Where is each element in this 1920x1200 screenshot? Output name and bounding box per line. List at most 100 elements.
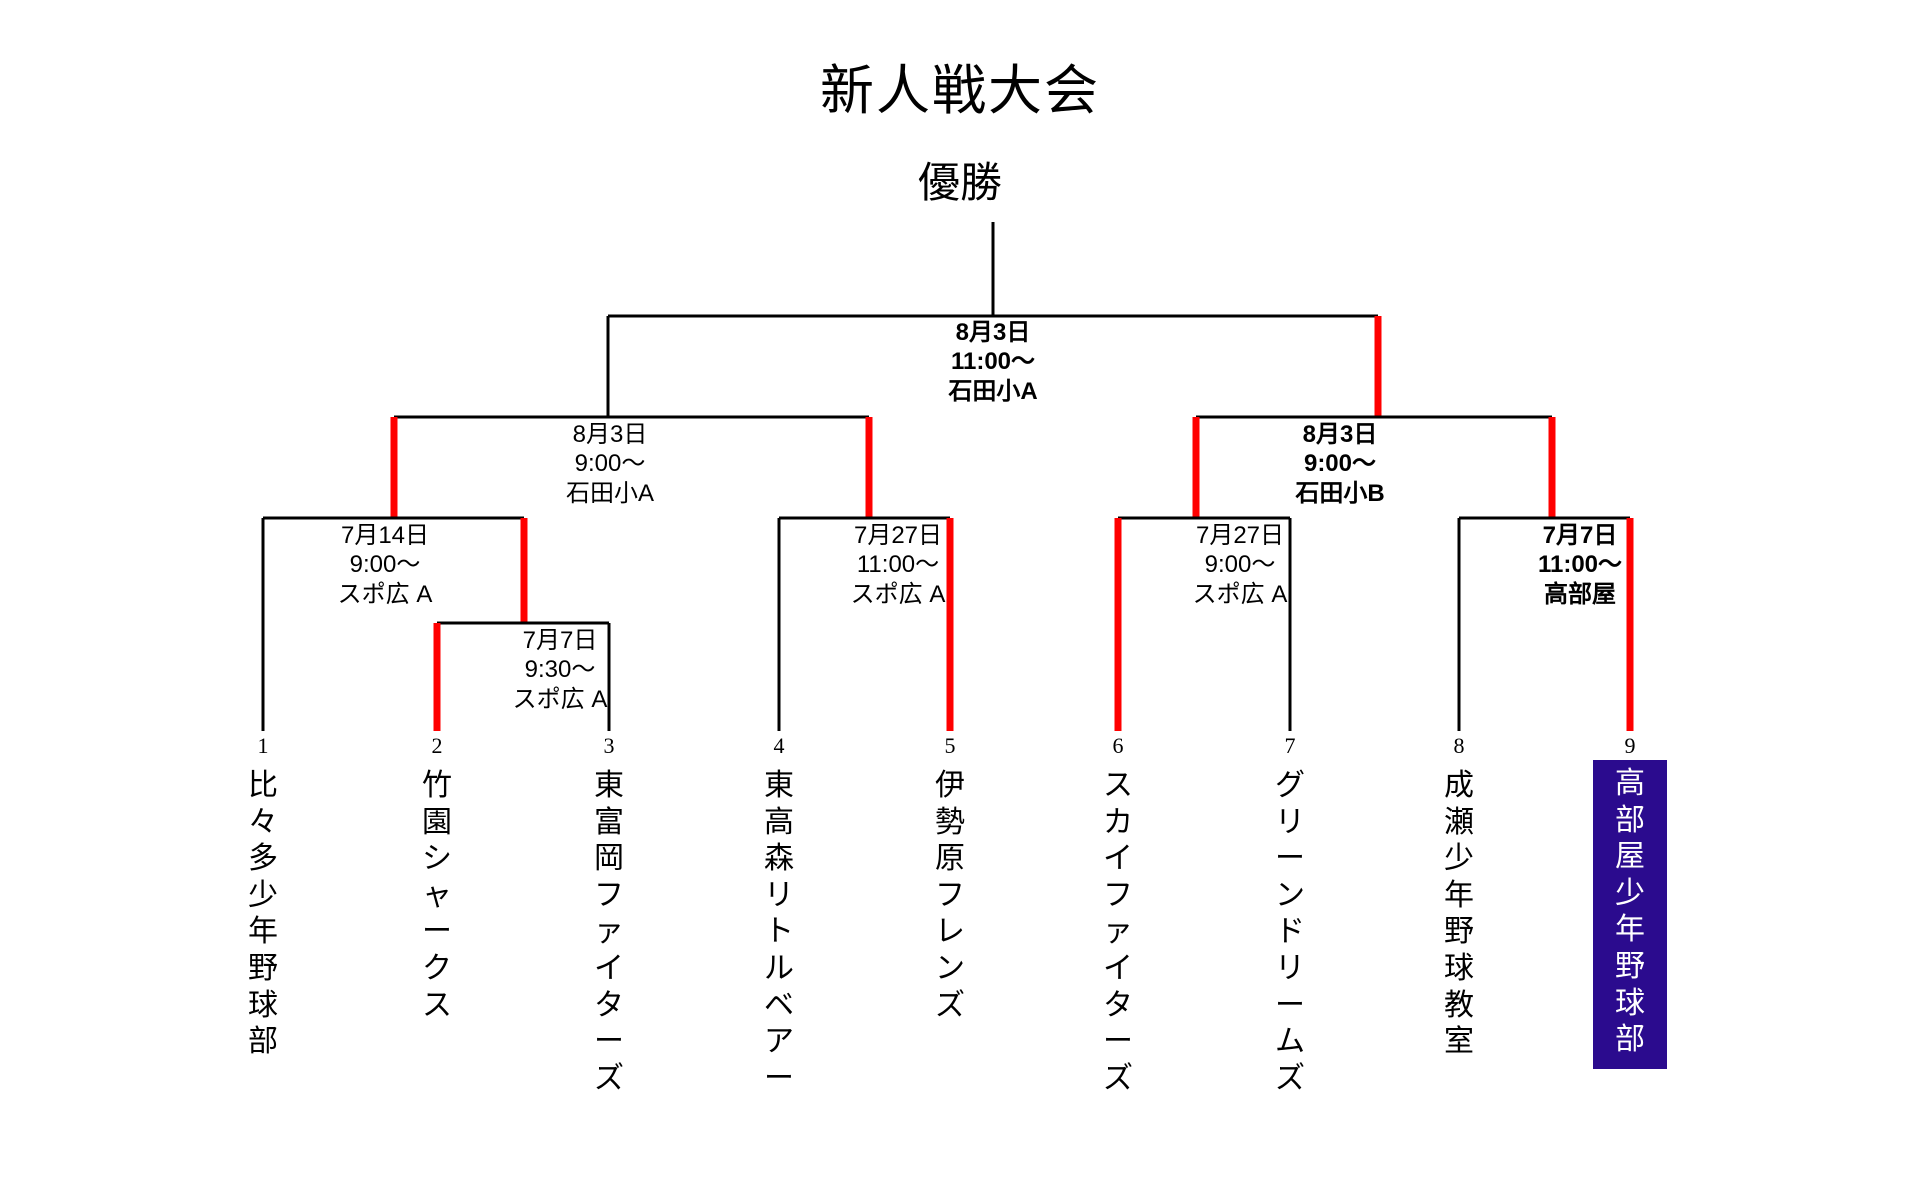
- team-name-char: リ: [1275, 951, 1305, 985]
- team-name-char: ー: [1275, 842, 1305, 876]
- team-name-char: 少: [1444, 842, 1474, 876]
- team-name-char: ァ: [1103, 915, 1133, 949]
- page-title: 新人戦大会: [820, 61, 1100, 122]
- team-name-char: ト: [764, 915, 794, 949]
- team-name-char: 富: [594, 805, 624, 839]
- match-time: 11:00〜: [950, 348, 1036, 376]
- team-name-char: 部: [248, 1025, 278, 1059]
- team-name-char: ム: [1275, 1025, 1305, 1059]
- team-name-char: ド: [1275, 915, 1305, 949]
- team-name-char: イ: [1103, 842, 1133, 876]
- match-date: 8月3日: [955, 319, 1031, 346]
- team-name-char: 原: [935, 842, 965, 876]
- team-name-char: 東: [764, 769, 794, 802]
- team-name-char: ア: [764, 1025, 794, 1059]
- team-name[interactable]: 伊勢原フレンズ: [920, 768, 980, 1024]
- match-info-quarterfinal-2[interactable]: 7月27日 11:00〜 スポ広 A: [768, 521, 1028, 609]
- team-name-char: 高: [764, 805, 794, 839]
- match-info-firstround-1[interactable]: 7月7日 9:30〜 スポ広 A: [430, 626, 690, 714]
- seed-number: 1: [257, 733, 269, 758]
- match-date: 7月27日: [1195, 522, 1285, 549]
- match-time: 11:00〜: [1537, 551, 1623, 579]
- match-date: 7月7日: [522, 627, 598, 654]
- team-name-char: ズ: [935, 988, 965, 1022]
- team-name-char: 比: [248, 769, 278, 802]
- team-name-char: ー: [1275, 988, 1305, 1022]
- champion-label: 優勝: [917, 159, 1002, 206]
- match-date: 7月14日: [340, 522, 430, 549]
- team-name-char: 瀬: [1444, 805, 1474, 839]
- team-name-char: ン: [935, 951, 965, 985]
- seed-number: 3: [603, 733, 615, 758]
- match-venue: スポ広 A: [512, 685, 608, 713]
- team-name-char: ァ: [594, 915, 624, 949]
- team-name-char: 高: [1615, 767, 1645, 800]
- team-name-char: グ: [1275, 769, 1305, 802]
- team-name-char: イ: [594, 951, 624, 985]
- match-venue: スポ広 A: [850, 580, 946, 608]
- match-venue: 石田小A: [948, 377, 1038, 405]
- match-time: 9:00〜: [1303, 450, 1377, 478]
- team-name[interactable]: 竹園シャークス: [407, 768, 467, 1024]
- match-time: 11:00〜: [856, 551, 940, 579]
- team-name-char: ン: [1275, 878, 1305, 912]
- team-name-char: 森: [764, 842, 794, 876]
- team-name-char: 野: [1615, 949, 1645, 983]
- team-name-char: 室: [1444, 1025, 1474, 1059]
- seed-number: 5: [944, 733, 956, 758]
- team-name-char: 野: [248, 951, 278, 985]
- team-name-char: ス: [422, 988, 452, 1022]
- seed-number: 4: [773, 733, 785, 758]
- match-date: 7月7日: [1542, 522, 1618, 549]
- match-info-quarterfinal-3[interactable]: 7月27日 9:00〜 スポ広 A: [1110, 521, 1370, 609]
- team-name-char: ー: [594, 1025, 624, 1059]
- team-name-char: ー: [422, 915, 452, 949]
- team-name-char: イ: [1103, 951, 1133, 985]
- match-time: 9:30〜: [524, 656, 596, 684]
- match-time: 9:00〜: [349, 551, 421, 579]
- team-name-char: 年: [1615, 913, 1645, 947]
- team-name-char: 竹: [422, 769, 452, 802]
- team-name-char: 球: [1444, 951, 1474, 985]
- team-name-char: 教: [1444, 988, 1474, 1022]
- match-venue: 石田小B: [1295, 479, 1385, 507]
- match-info-semifinal-left[interactable]: 8月3日 9:00〜 石田小A: [470, 420, 750, 508]
- team-name-char: 少: [248, 878, 278, 912]
- team-name-char: リ: [1275, 805, 1305, 839]
- match-info-final[interactable]: 8月3日 11:00〜 石田小A: [853, 318, 1133, 406]
- team-name-char: 屋: [1615, 840, 1645, 874]
- team-name-char: ズ: [1275, 1061, 1305, 1095]
- team-name-char: 岡: [594, 842, 624, 876]
- seed-number: 8: [1453, 733, 1465, 758]
- team-name-char: 野: [1444, 915, 1474, 949]
- seed-number: 7: [1284, 733, 1296, 758]
- match-venue: 高部屋: [1544, 580, 1616, 608]
- team-name-char: カ: [1103, 805, 1133, 839]
- team-name-char: タ: [1103, 988, 1133, 1022]
- team-name[interactable]: 東高森リトルベアー: [749, 768, 809, 1097]
- match-info-quarterfinal-1[interactable]: 7月14日 9:00〜 スポ広 A: [255, 521, 515, 609]
- seed-number: 6: [1112, 733, 1124, 758]
- team-name-char: 勢: [935, 805, 965, 839]
- match-info-semifinal-right[interactable]: 8月3日 9:00〜 石田小B: [1200, 420, 1480, 508]
- team-name-char: ー: [764, 1061, 794, 1095]
- team-name-char: レ: [935, 915, 965, 949]
- team-name-char: 部: [1615, 1023, 1645, 1057]
- team-name[interactable]: スカイファイターズ: [1088, 768, 1148, 1097]
- match-time: 9:00〜: [1204, 551, 1276, 579]
- team-name[interactable]: グリーンドリームズ: [1260, 768, 1320, 1097]
- team-name-char: フ: [594, 878, 624, 912]
- team-name[interactable]: 高部屋少年野球部: [1593, 760, 1667, 1069]
- team-name-char: ク: [422, 951, 452, 985]
- team-name-char: ス: [1103, 769, 1133, 802]
- team-name[interactable]: 成瀬少年野球教室: [1429, 768, 1489, 1061]
- team-name[interactable]: 東富岡ファイターズ: [579, 768, 639, 1097]
- team-name[interactable]: 比々多少年野球部: [233, 768, 293, 1061]
- team-name-char: 成: [1444, 769, 1474, 802]
- team-name-char: 伊: [935, 769, 965, 802]
- team-name-char: 球: [1615, 986, 1645, 1020]
- team-name-char: 東: [594, 769, 624, 802]
- team-name-char: フ: [1103, 878, 1133, 912]
- match-info-quarterfinal-4[interactable]: 7月7日 11:00〜 高部屋: [1450, 521, 1710, 609]
